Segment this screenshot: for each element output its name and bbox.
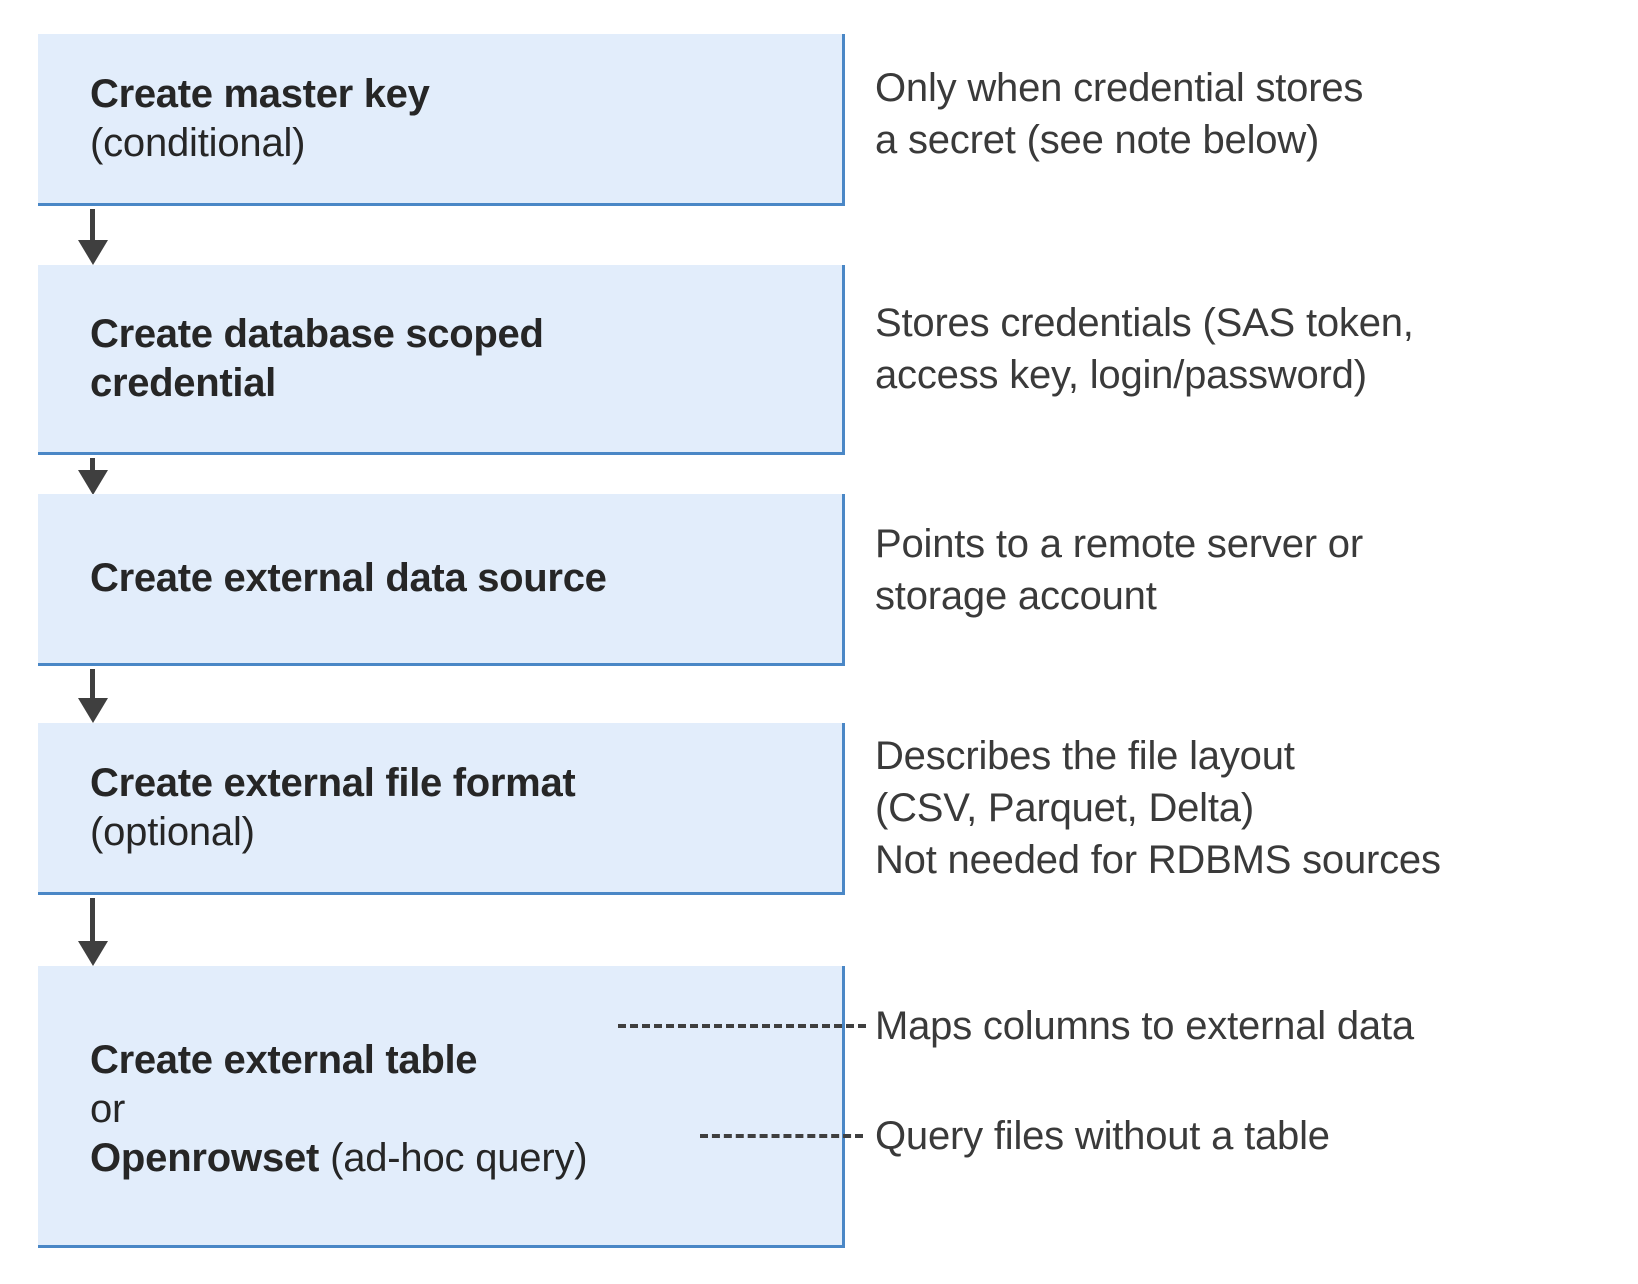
dashed-leader-openrowset xyxy=(700,1134,863,1138)
arrow-shaft xyxy=(90,898,95,942)
step-title-create-external-table: Create external table xyxy=(90,1038,478,1083)
arrow-connector-2 xyxy=(78,458,108,495)
note-create-external-table: Maps columns to external data xyxy=(875,1004,1414,1048)
arrow-connector-1 xyxy=(78,209,108,265)
step-title-create-external-file-format: Create external file format xyxy=(90,760,576,805)
step-subtitle-conditional: (conditional) xyxy=(90,120,306,165)
note-openrowset: Query files without a table xyxy=(875,1114,1330,1158)
note-create-master-key: Only when credential stores a secret (se… xyxy=(875,66,1364,162)
arrow-shaft xyxy=(90,458,95,472)
step-box-create-master-key[interactable]: Create master key (conditional) xyxy=(38,34,845,206)
step-title-create-database-scoped-credential-line2: credential xyxy=(90,360,276,405)
step-conjunction-or: or xyxy=(90,1087,126,1132)
step-box-create-database-scoped-credential[interactable]: Create database scoped credential xyxy=(38,265,845,455)
arrow-head-down-icon xyxy=(78,240,108,265)
step-title-openrowset-row: Openrowset (ad-hoc query) xyxy=(90,1134,824,1183)
note-create-external-data-source: Points to a remote server or storage acc… xyxy=(875,522,1363,618)
step-title-openrowset-suffix: (ad-hoc query) xyxy=(319,1135,588,1180)
arrow-head-down-icon xyxy=(78,698,108,723)
step-title-create-external-data-source: Create external data source xyxy=(90,556,607,601)
step-title-openrowset: Openrowset xyxy=(90,1135,320,1180)
step-title-create-database-scoped-credential-line1: Create database scoped xyxy=(90,311,544,356)
note-create-external-file-format: Describes the file layout (CSV, Parquet,… xyxy=(875,734,1441,882)
arrow-head-down-icon xyxy=(78,470,108,495)
note-create-database-scoped-credential: Stores credentials (SAS token, access ke… xyxy=(875,301,1414,397)
arrow-shaft xyxy=(90,209,95,241)
step-box-create-external-table-or-openrowset[interactable]: Create external table or Openrowset (ad-… xyxy=(38,966,845,1248)
step-box-create-external-file-format[interactable]: Create external file format (optional) xyxy=(38,723,845,895)
arrow-connector-4 xyxy=(78,898,108,966)
arrow-shaft xyxy=(90,669,95,699)
step-subtitle-optional: (optional) xyxy=(90,809,255,854)
dashed-leader-external-table xyxy=(618,1024,866,1028)
step-box-create-external-data-source[interactable]: Create external data source xyxy=(38,494,845,666)
step-title-create-master-key: Create master key xyxy=(90,71,430,116)
arrow-head-down-icon xyxy=(78,941,108,966)
arrow-connector-3 xyxy=(78,669,108,723)
